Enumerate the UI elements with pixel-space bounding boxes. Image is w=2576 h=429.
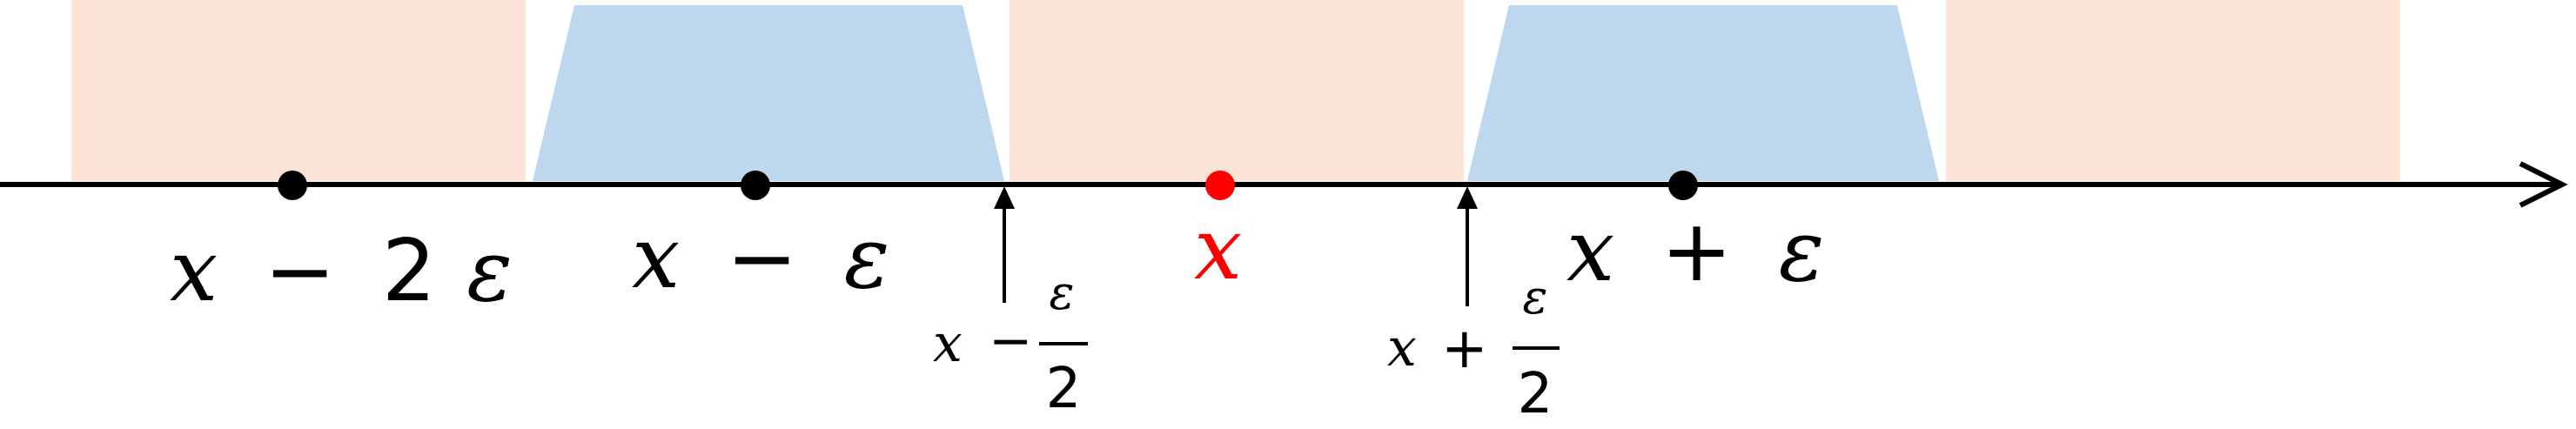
region-peach-2 xyxy=(1010,0,1464,181)
svg-text:ε: ε xyxy=(1050,265,1075,320)
label-x-minus-2eps: x − 2 ε xyxy=(170,222,513,321)
svg-text:−: − xyxy=(989,311,1032,372)
svg-text:2: 2 xyxy=(1046,357,1082,421)
label-x: x xyxy=(1194,200,1242,299)
region-blue-trapezoid-1 xyxy=(533,5,1004,181)
label-x-plus-half-eps: x + ε 2 xyxy=(1387,270,1560,426)
point-x-minus-eps xyxy=(741,171,770,200)
label-x-minus-eps: x − ε xyxy=(632,209,889,308)
boundary-arrow-x-minus-half-eps xyxy=(994,186,1015,303)
boundary-arrow-x-plus-half-eps xyxy=(1457,186,1478,306)
svg-text:2: 2 xyxy=(1518,362,1553,426)
axis-arrowhead xyxy=(2519,161,2568,208)
point-x-minus-2eps xyxy=(278,171,307,200)
point-x xyxy=(1205,171,1235,200)
point-x-plus-eps xyxy=(1668,171,1698,200)
svg-text:x: x xyxy=(933,313,963,374)
svg-text:x: x xyxy=(1387,318,1417,379)
label-x-minus-half-eps: x − ε 2 xyxy=(933,265,1088,421)
region-peach-3 xyxy=(1946,0,2400,181)
label-x-plus-eps: x + ε xyxy=(1566,202,1824,301)
svg-text:+: + xyxy=(1441,317,1488,381)
region-blue-trapezoid-2 xyxy=(1467,5,1939,181)
svg-text:ε: ε xyxy=(1523,270,1548,325)
region-peach-1 xyxy=(71,0,526,181)
